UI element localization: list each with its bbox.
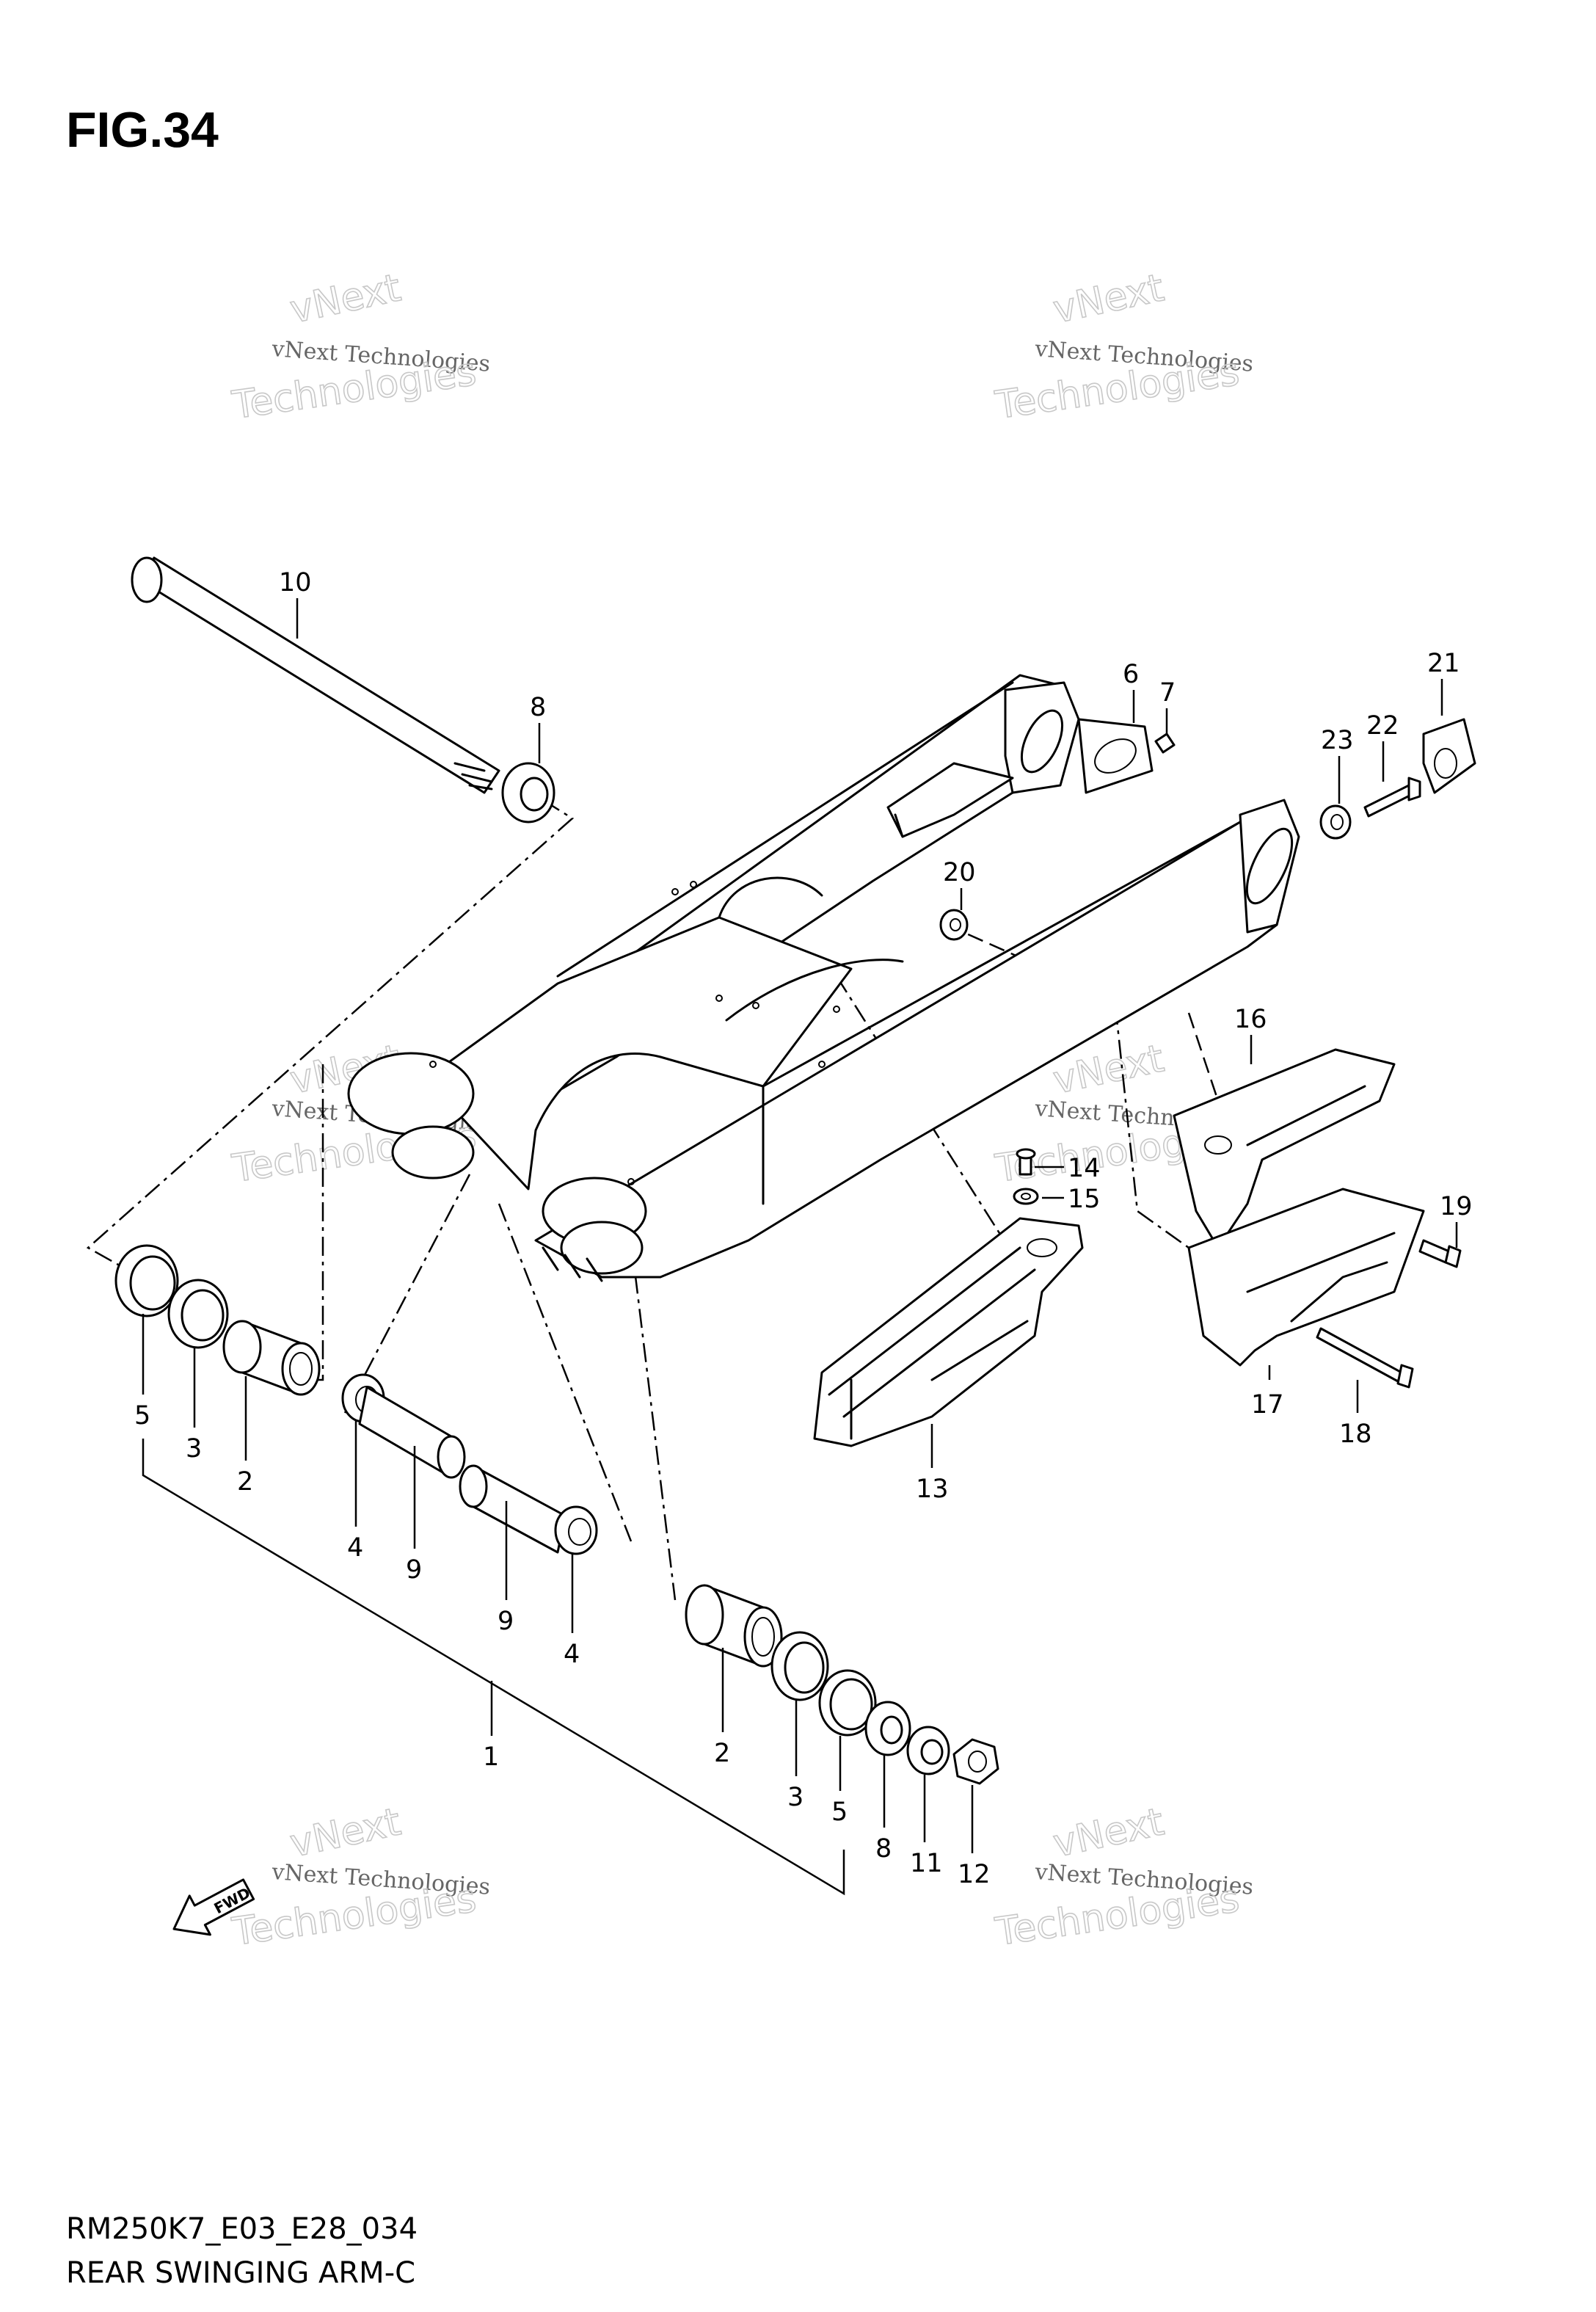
watermark-bottom-right: vNext vNext Technologies Technologies <box>992 1800 1255 1955</box>
nut-20 <box>939 909 969 941</box>
dust-seal-5-right <box>818 1669 877 1737</box>
callout-3-right: 3 <box>787 1783 804 1812</box>
callout-19: 19 <box>1440 1192 1473 1221</box>
pivot-shaft <box>131 556 500 794</box>
svg-text:vNext: vNext <box>1049 266 1167 332</box>
chain-buffer-13 <box>813 1217 1084 1447</box>
bearing-2-left <box>222 1320 321 1396</box>
leader-lines <box>142 598 1458 1853</box>
callout-10: 10 <box>279 568 312 597</box>
callout-8-top: 8 <box>530 693 546 722</box>
callout-13: 13 <box>916 1475 949 1504</box>
figure-title: FIG.34 <box>66 102 219 158</box>
spacer-9-lower <box>459 1464 566 1554</box>
watermark-bottom-left: vNext vNext Technologies Technologies <box>229 1800 492 1955</box>
callout-9-lower: 9 <box>498 1607 514 1636</box>
bolt-19 <box>1418 1239 1462 1268</box>
callout-8-bottom: 8 <box>875 1834 892 1864</box>
callout-9-upper: 9 <box>406 1555 422 1585</box>
nut-23 <box>1319 804 1352 840</box>
svg-text:vNext: vNext <box>286 266 404 332</box>
oil-seal-3-left <box>167 1279 229 1349</box>
svg-text:vNext: vNext <box>1049 1800 1167 1866</box>
model-code: RM250K7_E03_E28_034 <box>66 2212 418 2246</box>
swingarm <box>347 674 1300 1282</box>
chain-guide-17 <box>1187 1188 1425 1367</box>
figure-caption: REAR SWINGING ARM-C <box>66 2256 415 2290</box>
washer-15 <box>1013 1188 1039 1205</box>
assembly-bracket-1 <box>142 1439 845 1896</box>
dust-seal-5-left <box>114 1244 179 1317</box>
callout-18: 18 <box>1339 1419 1372 1449</box>
callout-7: 7 <box>1159 678 1176 708</box>
callout-6: 6 <box>1123 660 1139 689</box>
svg-text:vNext: vNext <box>286 1800 404 1866</box>
watermark-top-right: vNext vNext Technologies Technologies <box>992 266 1255 429</box>
callout-5-right: 5 <box>831 1797 848 1827</box>
spacer-9-upper <box>358 1386 466 1479</box>
washer-8-bottom <box>864 1701 911 1756</box>
callout-4-right: 4 <box>564 1640 580 1669</box>
bearing-2-right <box>685 1584 783 1668</box>
bolt-22 <box>1363 777 1421 818</box>
callout-21: 21 <box>1427 649 1460 678</box>
bolt-7 <box>1154 733 1176 754</box>
callout-3-left: 3 <box>186 1434 202 1464</box>
callout-4-left: 4 <box>347 1533 363 1563</box>
callout-17: 17 <box>1251 1390 1284 1419</box>
callout-23: 23 <box>1321 726 1354 755</box>
washer-8-top <box>501 762 555 824</box>
callout-14: 14 <box>1068 1154 1101 1183</box>
callout-20: 20 <box>943 858 976 887</box>
callout-12: 12 <box>958 1860 991 1889</box>
callout-2-left: 2 <box>237 1467 253 1497</box>
callout-15: 15 <box>1068 1185 1101 1214</box>
callouts: 10 8 6 7 21 23 22 20 16 14 15 19 17 18 1… <box>134 568 1473 1889</box>
chain-guide-16 <box>1173 1048 1396 1249</box>
block-21 <box>1422 718 1476 794</box>
callout-1: 1 <box>483 1742 499 1772</box>
callout-11: 11 <box>910 1849 943 1878</box>
screw-14 <box>1016 1148 1036 1176</box>
washer-4-right <box>554 1505 598 1555</box>
washer-11 <box>906 1726 950 1775</box>
callout-22: 22 <box>1366 711 1399 741</box>
callout-5-left: 5 <box>134 1401 150 1431</box>
oil-seal-3-right <box>770 1631 829 1701</box>
callout-16: 16 <box>1234 1005 1267 1034</box>
watermark-top-left: vNext vNext Technologies Technologies <box>229 266 492 429</box>
nut-12 <box>952 1738 999 1785</box>
bolt-18 <box>1316 1327 1414 1389</box>
axle-plate-6 <box>1077 718 1154 794</box>
callout-2-right: 2 <box>714 1739 730 1768</box>
